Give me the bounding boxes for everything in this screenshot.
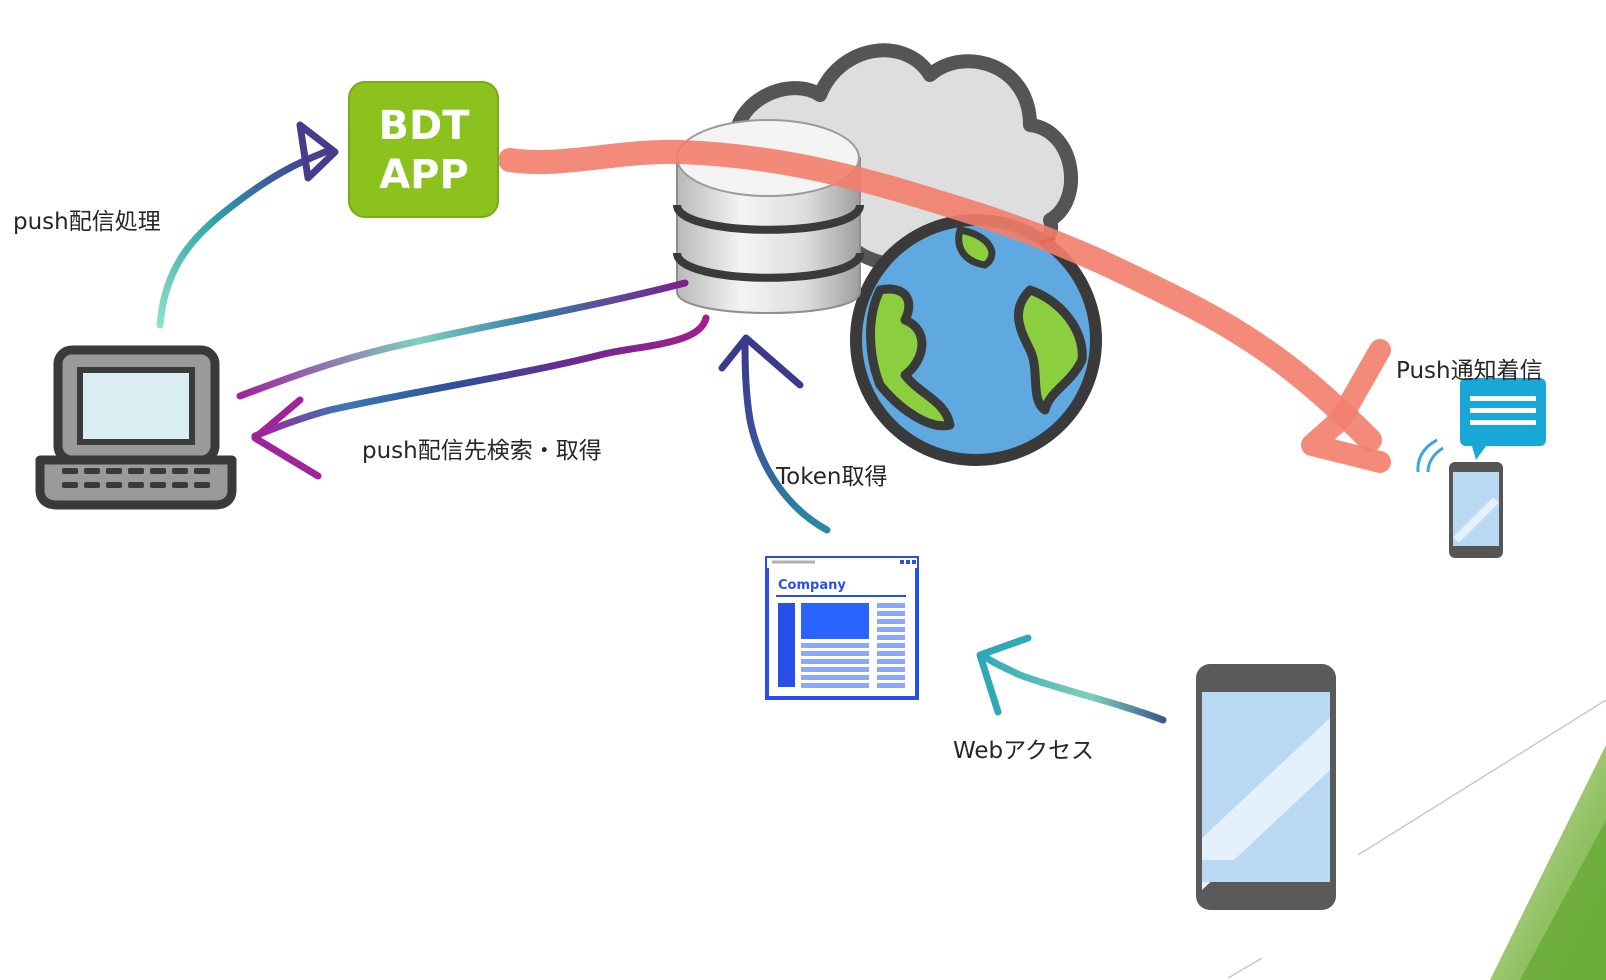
app-badge-line1: BDT [379, 103, 471, 149]
web-access-arrow [976, 634, 1167, 724]
push-processing-label: push配信処理 [13, 209, 161, 235]
webpage-brand: Company [778, 578, 846, 593]
push-search-label: push配信先検索・取得 [362, 438, 602, 464]
notification-phone-icon [1416, 378, 1546, 558]
smartphone-icon [1196, 664, 1336, 910]
webpage-icon: Company [765, 556, 919, 700]
push-processing-arrow [156, 121, 339, 329]
push-flow-arrow [498, 139, 1391, 473]
laptop-icon [35, 345, 237, 510]
bdt-app-badge: BDT APP [348, 81, 499, 218]
corner-decoration [1227, 699, 1606, 980]
globe-icon [850, 214, 1102, 466]
app-badge-line2: APP [379, 152, 469, 198]
token-arrow [718, 334, 831, 534]
push-receive-label: Push通知着信 [1396, 358, 1543, 384]
token-label: Token取得 [776, 464, 888, 490]
web-access-label: Webアクセス [953, 738, 1094, 764]
push-search-arrow [236, 279, 710, 480]
